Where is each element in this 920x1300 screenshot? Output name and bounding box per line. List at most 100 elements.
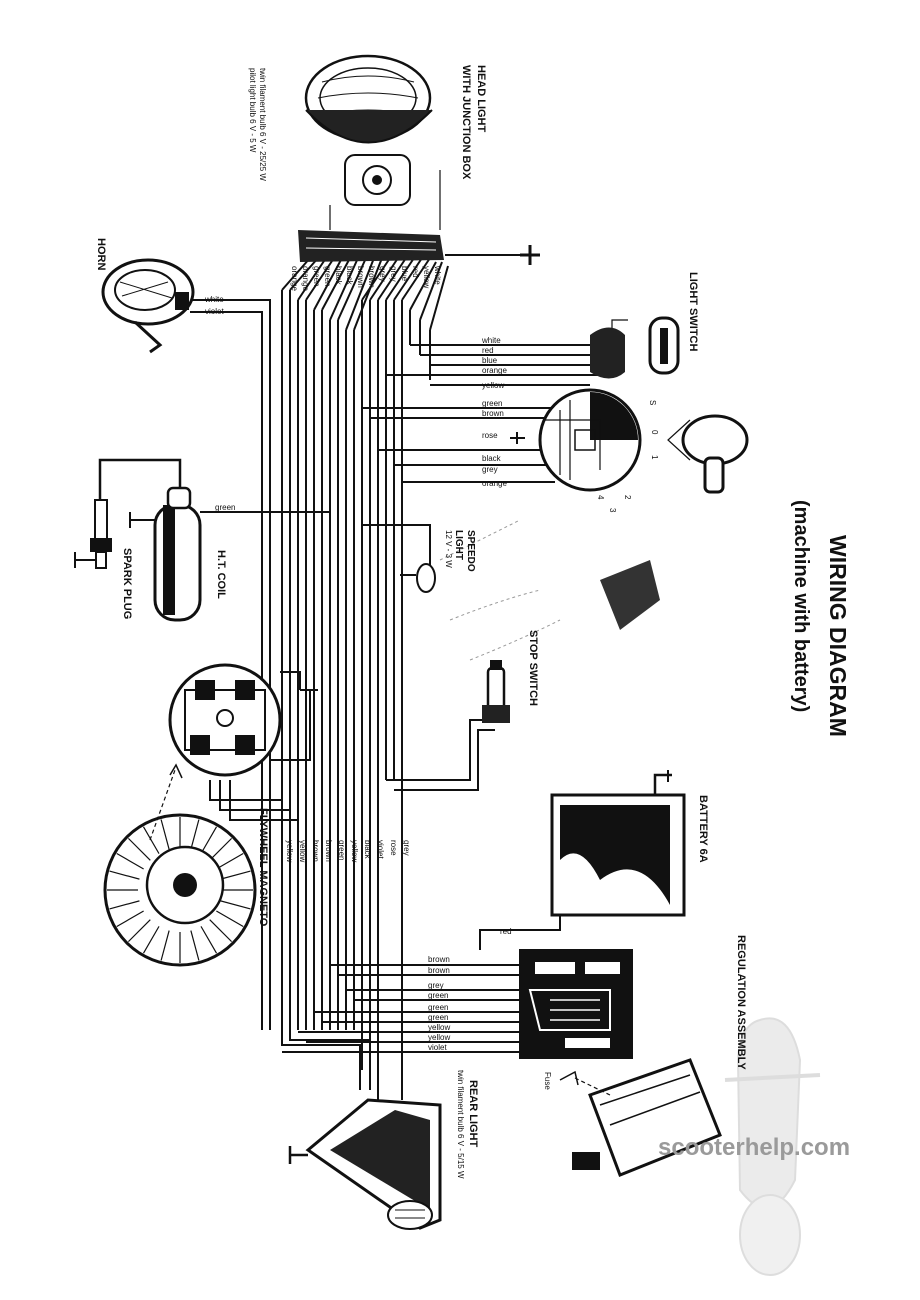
wire-label-light-switch: orange <box>482 366 507 375</box>
switch-terminal-label: 1 <box>650 455 659 460</box>
wire-label-light-switch: yellow <box>482 381 504 390</box>
label-stop-switch: STOP SWITCH <box>527 630 539 706</box>
label-fuse: Fuse <box>543 1072 552 1090</box>
wire-label-light-switch: blue <box>482 356 498 365</box>
head-light-note-2: pilot light bulb 6 V - 5 W <box>248 68 257 153</box>
label-speedo-1: SPEEDO <box>465 530 476 572</box>
flywheel-fin <box>190 819 200 850</box>
wire-label-magneto: green <box>337 840 346 860</box>
label-battery: BATTERY 6A <box>697 795 709 863</box>
switch-terminal-label: 4 <box>596 495 605 500</box>
head-light-note-1: twin filament bulb 6 V - 25/25 W <box>258 68 267 181</box>
label-light-switch: LIGHT SWITCH <box>687 272 699 351</box>
wire-label-regulator: violet <box>428 1043 447 1052</box>
fuse-holder <box>559 1058 722 1177</box>
horn <box>101 258 195 354</box>
labels: WIRING DIAGRAM (machine with battery) HE… <box>95 65 851 1179</box>
wire-label-magneto: black <box>363 840 372 860</box>
flywheel-fin <box>160 819 170 850</box>
flywheel-fin <box>116 910 144 928</box>
wire-label-main-switch: orange <box>482 479 507 488</box>
wire-label-regulator: green <box>428 991 448 1000</box>
flywheel <box>103 763 257 967</box>
wire-label-main-switch: green <box>482 399 502 408</box>
label-ht-coil: H.T. COIL <box>215 550 227 599</box>
wire-label-light-switch: white <box>481 336 501 345</box>
wire-label-head: red <box>411 266 420 278</box>
rear-light <box>288 1098 442 1230</box>
branch-wires <box>190 299 600 1100</box>
wire-label-head: brown <box>367 266 376 288</box>
wire-label-main-switch: black <box>482 454 502 463</box>
wire-label-magneto: grey <box>402 840 411 856</box>
ht-coil <box>98 458 202 622</box>
label-rear-light-note: twin filament bulb 6 V - 5/15 W <box>456 1070 465 1179</box>
switch-terminal-label: 0 <box>650 430 659 435</box>
flywheel-fin <box>220 870 251 880</box>
label-rear-light: REAR LIGHT <box>467 1080 479 1148</box>
wire-label-regulator: green <box>428 1003 448 1012</box>
wire-label-horn: violet <box>205 307 224 316</box>
speedo-light <box>400 519 660 661</box>
wire-label-magneto: yellow <box>350 840 359 862</box>
wire-label-head: yellow <box>422 266 431 288</box>
spark-plug <box>74 499 112 569</box>
main-switch <box>510 388 749 494</box>
flywheel-fin <box>216 910 244 928</box>
flywheel-fin <box>160 930 170 961</box>
wire-label-head: white <box>433 265 442 285</box>
wire-label-magneto: rose <box>389 840 398 856</box>
wire-label-head: grey <box>378 266 387 282</box>
watermark-text: scooterhelp.com <box>658 1134 850 1161</box>
wire-label-regulator: green <box>428 1013 448 1022</box>
wire-label-main-switch: brown <box>482 409 504 418</box>
wire-label-head: grey <box>389 266 398 282</box>
label-regulation-assembly: REGULATION ASSEMBLY <box>735 935 747 1070</box>
title-sub: (machine with battery) <box>790 500 812 712</box>
label-horn: HORN <box>95 238 107 270</box>
wire-label-head: black <box>345 266 354 286</box>
wire-label-regulator: yellow <box>428 1023 450 1032</box>
wire-label-magneto: brown <box>324 840 333 862</box>
wire-label-regulator: yellow <box>428 1033 450 1042</box>
switch-terminal-label: 2 <box>623 495 632 500</box>
flywheel-fin <box>142 826 160 854</box>
label-head-light-1: HEAD LIGHT <box>475 65 487 133</box>
label-speedo-note: 12 V - 3 W <box>444 530 453 568</box>
label-flywheel-magneto: FLYWHEEL MAGNETO <box>257 808 269 927</box>
flywheel-fin <box>190 930 200 961</box>
wire-label-head: orange <box>290 266 299 291</box>
wire-label-regulator: red <box>500 927 512 936</box>
flywheel-fin <box>209 919 233 943</box>
head-light <box>298 54 540 265</box>
label-spark-plug: SPARK PLUG <box>121 548 133 619</box>
flywheel-fin <box>142 926 160 954</box>
flywheel-fin <box>127 837 151 861</box>
coil-body <box>153 503 202 622</box>
flywheel-fin <box>220 900 251 910</box>
wire-label-regulator: brown <box>428 966 450 975</box>
wire-label-head: blue <box>400 266 409 282</box>
wire-label-head: brown <box>356 266 365 288</box>
flywheel-fin <box>200 826 218 854</box>
wire-label-head: orange <box>301 266 310 291</box>
wire-label-coil: green <box>215 503 235 512</box>
switch-terminal-label: S <box>648 400 657 405</box>
wire-label-main-switch: grey <box>482 465 498 474</box>
title-main: WIRING DIAGRAM <box>825 535 851 737</box>
wire-label-horn: white <box>204 295 224 304</box>
flywheel-fin <box>209 837 233 861</box>
wire-label-magneto: brown <box>311 840 320 862</box>
wire-label-head: green <box>323 266 332 286</box>
magneto-stator <box>168 663 318 777</box>
wire-label-regulator: grey <box>428 981 444 990</box>
wire-label-magneto: violet <box>376 840 385 859</box>
flywheel-fin <box>216 852 244 870</box>
main-harness <box>281 257 449 1080</box>
wire-label-regulator: brown <box>428 955 450 964</box>
light-switch <box>590 316 680 379</box>
flywheel-fin <box>200 926 218 954</box>
